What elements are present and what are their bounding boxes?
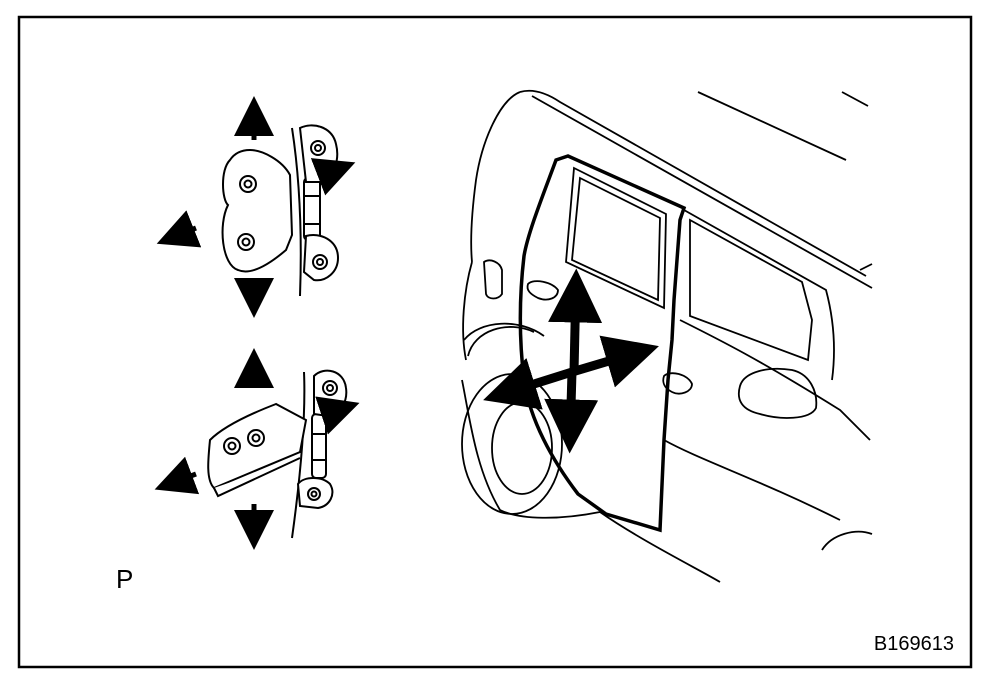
lower-hinge — [207, 369, 348, 539]
arrow-icon — [548, 268, 603, 373]
figure-code: B169613 — [873, 633, 954, 655]
figure-frame — [17, 15, 973, 669]
upper-hinge — [221, 124, 340, 297]
door-adjustment-arrows — [483, 268, 659, 454]
lower-hinge-arrows — [154, 348, 360, 550]
arrow-icon — [483, 358, 574, 410]
vehicle-rear-door — [461, 89, 873, 583]
arrow-icon — [154, 456, 200, 495]
upper-hinge-arrows — [156, 96, 356, 318]
arrow-icon — [156, 210, 202, 248]
arrow-icon — [310, 158, 356, 196]
view-label: P — [116, 564, 134, 594]
arrow-icon — [544, 371, 599, 454]
arrow-icon — [570, 335, 659, 388]
arrow-icon — [315, 396, 360, 435]
